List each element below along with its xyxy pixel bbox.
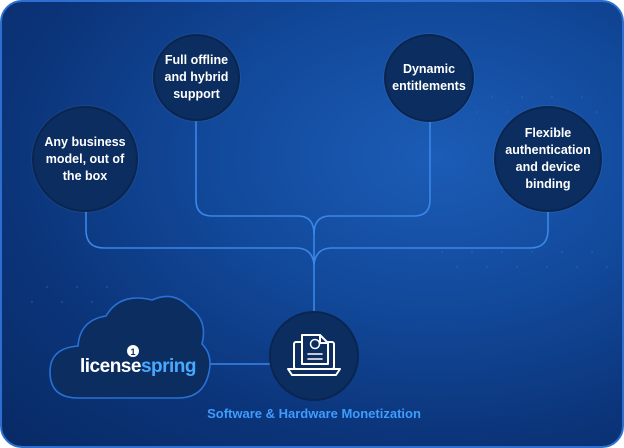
node-offline-hybrid: Full offline and hybrid support [153, 34, 240, 121]
svg-text:1: 1 [130, 347, 135, 357]
node-business-model: Any business model, out of the box [32, 106, 138, 212]
caption: Software & Hardware Monetization [207, 406, 421, 421]
invoice-laptop-icon [287, 334, 341, 376]
node-flexible-auth: Flexible authentication and device bindi… [494, 106, 602, 212]
logo-mark-icon: 1 [127, 345, 139, 357]
node-dynamic-entitlements: Dynamic entitlements [384, 34, 474, 122]
licensespring-logo: licensespring [80, 356, 197, 377]
